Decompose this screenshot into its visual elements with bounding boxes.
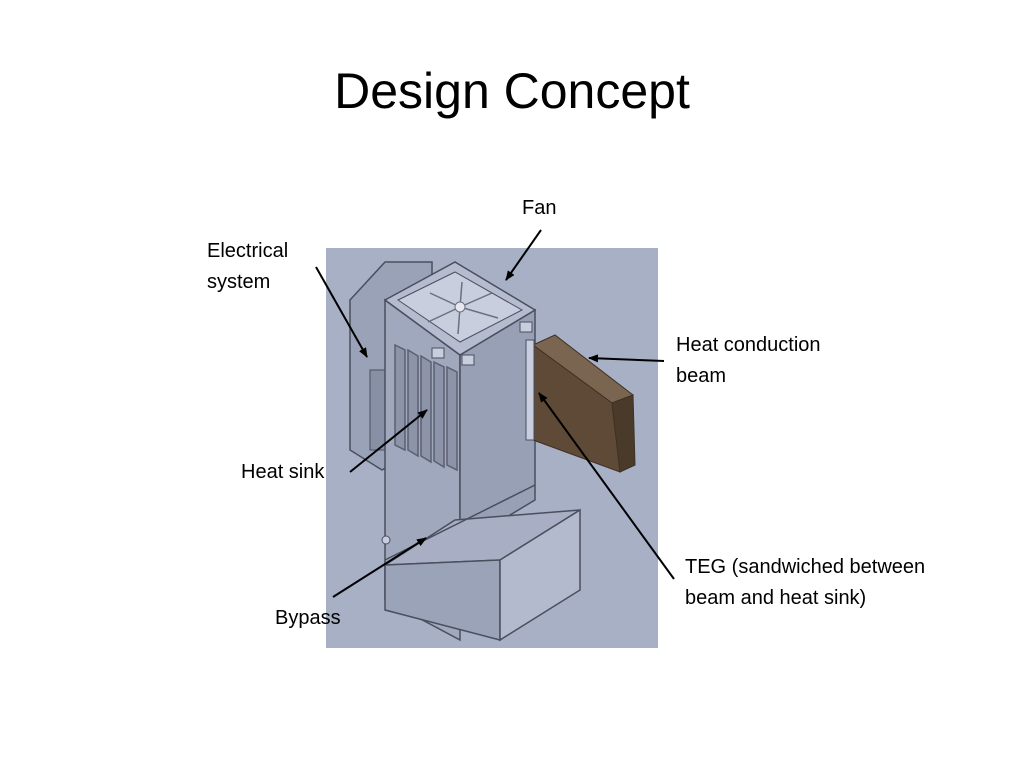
corner-clip xyxy=(461,354,475,366)
electrical-system-label-line1: Electrical xyxy=(207,240,289,262)
teg-label-line1: TEG (sandwiched between xyxy=(685,556,926,578)
heat-conduction-beam-end xyxy=(611,394,636,473)
electrical-system-arrow xyxy=(315,266,368,358)
fan-hub xyxy=(454,301,466,313)
heat-sink-arrow xyxy=(349,409,428,473)
teg-arrow xyxy=(538,392,675,580)
bypass-hinge xyxy=(381,535,391,545)
fan-label: Fan xyxy=(522,197,557,219)
heat-sink-fins xyxy=(394,343,458,472)
teg-label-line2: beam and heat sink) xyxy=(685,587,867,609)
corner-clip xyxy=(519,321,533,333)
heat-conduction-beam-label: Heat conduction beam xyxy=(676,330,821,392)
teg-plate xyxy=(525,339,535,441)
bypass-box-side xyxy=(499,508,581,642)
heat-sink-label: Heat sink xyxy=(241,461,325,483)
fan-arrow xyxy=(505,229,542,281)
electrical-system-label-line2: system xyxy=(207,271,271,293)
heat-conduction-beam-label-line2: beam xyxy=(676,365,727,387)
heat-conduction-beam-label-line1: Heat conduction xyxy=(676,334,821,356)
bypass-arrow xyxy=(332,537,427,598)
bypass-label: Bypass xyxy=(275,607,341,629)
slide-title: Design Concept xyxy=(334,63,690,119)
teg-label: TEG (sandwiched between beam and heat si… xyxy=(685,552,925,614)
electrical-system-label: Electrical system xyxy=(207,236,288,298)
corner-clip xyxy=(431,347,445,359)
heat-conduction-beam-arrow xyxy=(588,354,665,363)
